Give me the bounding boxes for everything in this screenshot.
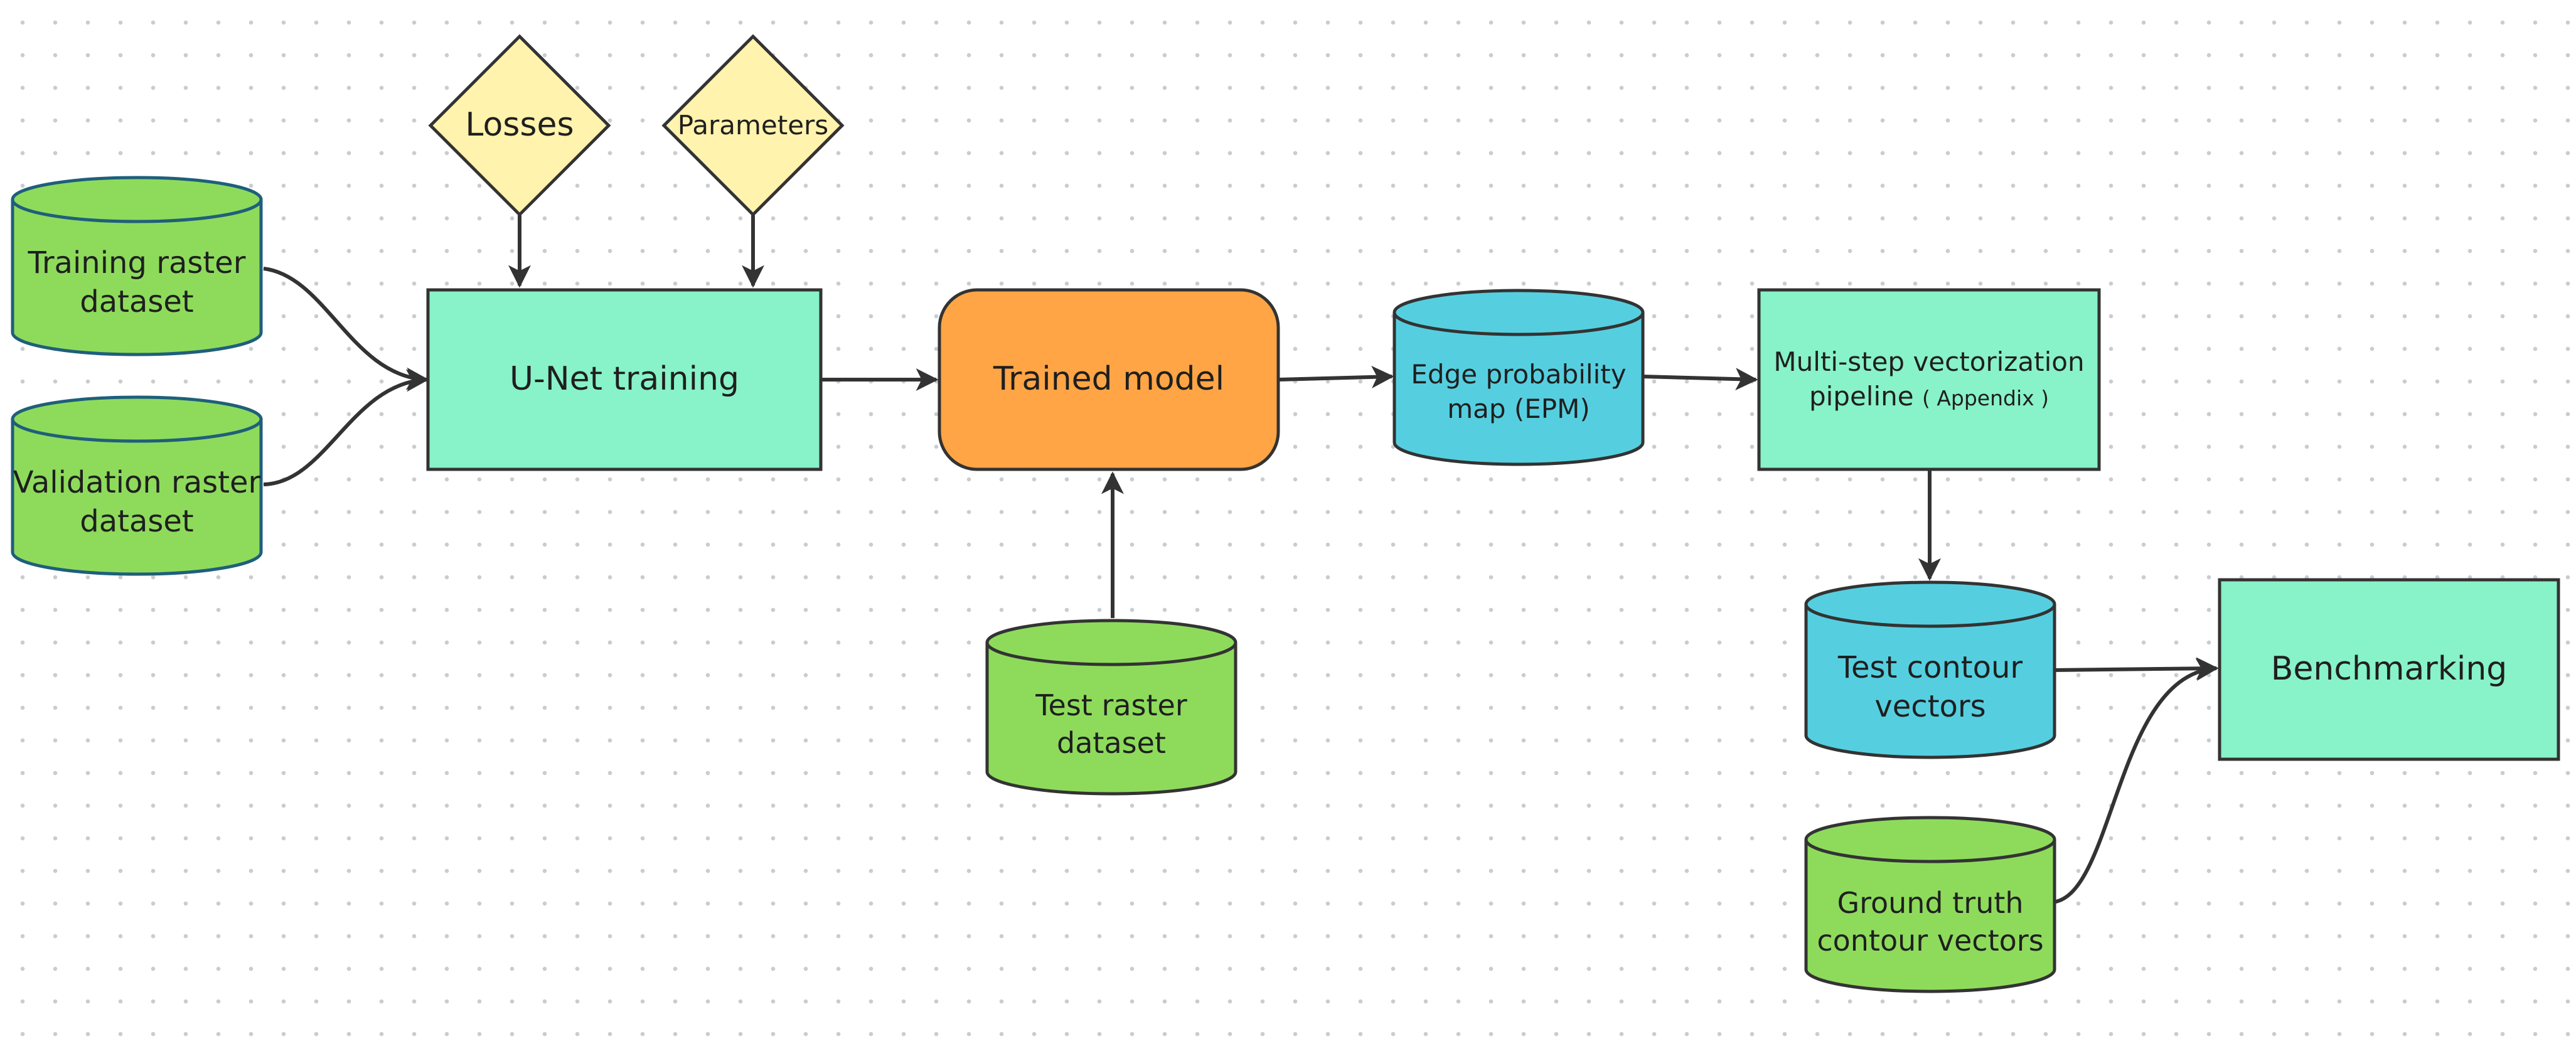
test-contour-cylinder — [1804, 580, 2056, 759]
pipeline-box — [1757, 288, 2101, 471]
benchmarking-box — [2218, 578, 2560, 761]
validation-raster-cylinder — [11, 395, 263, 576]
connectors — [263, 215, 2219, 904]
arrow-training-to-unet — [263, 267, 429, 390]
arrow-test-contour-to-benchmarking — [2051, 657, 2219, 680]
epm-cylinder — [1392, 289, 1645, 466]
trained-model-box — [938, 288, 1280, 471]
training-raster-cylinder — [11, 176, 263, 356]
ground-truth-cylinder — [1804, 816, 2056, 993]
arrow-validation-to-unet — [263, 369, 429, 486]
losses-diamond — [428, 34, 611, 217]
parameters-diamond — [661, 34, 845, 217]
test-raster-cylinder — [985, 619, 1237, 796]
arrow-epm-to-pipeline — [1642, 368, 1758, 391]
arrow-ground-truth-to-benchmarking — [2051, 658, 2219, 904]
unet-training-box — [426, 288, 823, 471]
arrow-model-to-epm — [1278, 365, 1394, 388]
